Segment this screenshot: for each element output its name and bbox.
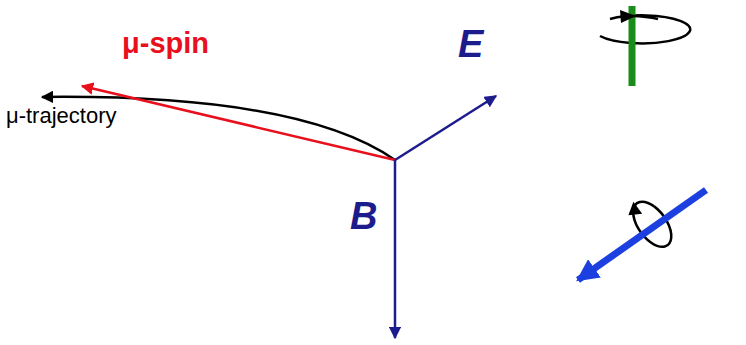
b-field-arrow bbox=[394, 160, 397, 338]
spin-arrow bbox=[82, 86, 395, 160]
trajectory-label: μ-trajectory bbox=[6, 104, 116, 128]
rotation-icon-vertical bbox=[600, 6, 690, 86]
rotation-icon-diagonal bbox=[578, 190, 706, 280]
spin-label: μ-spin bbox=[122, 28, 209, 60]
e-field-label: E bbox=[458, 24, 483, 66]
b-field-label: B bbox=[350, 196, 377, 238]
e-field-arrow bbox=[395, 96, 496, 160]
